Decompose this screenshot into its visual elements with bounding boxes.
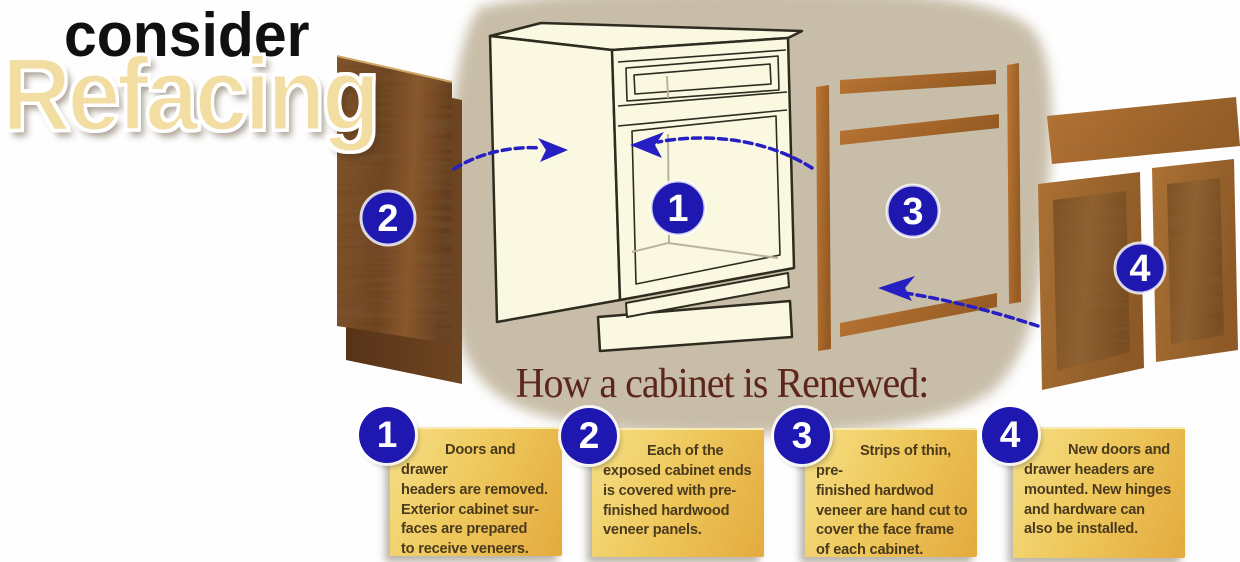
section-heading: How a cabinet is Renewed: <box>515 361 930 407</box>
step-badge-1: 1 <box>359 407 415 463</box>
svg-text:3: 3 <box>902 191 923 233</box>
door-left <box>1038 172 1144 390</box>
arrow-doors-to-frame <box>903 291 1040 328</box>
svg-text:1: 1 <box>667 188 688 230</box>
diagram-badge-4: 4 <box>1113 241 1167 295</box>
strip-top <box>840 70 996 94</box>
flow-arrows <box>452 136 1040 328</box>
step-badge-3: 3 <box>774 408 830 464</box>
step-text-2: Each of the exposed cabinet ends is cove… <box>603 443 752 539</box>
door-right <box>1152 159 1238 362</box>
cabinet-toekick <box>625 272 790 318</box>
arrow-frame-to-cabinet <box>656 136 814 170</box>
arrowhead-right-icon <box>538 138 568 162</box>
svg-text:4: 4 <box>1129 248 1150 290</box>
step-box-1: 1 Doors and drawer headers are removed. … <box>359 407 562 557</box>
step-box-3: 3 Strips of thin, pre- finished hardwod … <box>774 408 977 558</box>
arrowhead-left2-icon <box>878 276 915 301</box>
strip-left <box>816 85 831 351</box>
strip-mid <box>840 114 999 145</box>
step-badge-4: 4 <box>982 407 1038 463</box>
cabinet-side-panel <box>488 34 622 324</box>
diagram-badge-3: 3 <box>885 183 941 239</box>
cabinet-front-face <box>610 36 796 302</box>
panel-edge-highlight <box>336 55 453 83</box>
diagram-badge-2: 2 <box>359 189 417 247</box>
title-consider: consider <box>64 1 310 70</box>
drawer-header <box>1047 97 1240 164</box>
step-box-2: 2 Each of the exposed cabinet ends is co… <box>561 408 764 557</box>
step-text-4: New doors and drawer headers are mounted… <box>1024 442 1172 538</box>
step-text-3: Strips of thin, pre- finished hardwod ve… <box>816 443 968 559</box>
arrowhead-left-icon <box>630 132 664 158</box>
title-refacing: Refacing <box>1 36 382 155</box>
cabinet-illustration <box>488 21 804 353</box>
diagram-badge-1: 1 <box>649 179 707 237</box>
arrow-heads <box>538 132 915 301</box>
step-badge-2: 2 <box>561 408 617 464</box>
strip-right <box>1007 63 1021 304</box>
step-text-1: Doors and drawer headers are removed. Ex… <box>401 442 548 558</box>
arrow-panel-to-cabinet <box>452 145 542 171</box>
face-frame-lines <box>617 49 788 285</box>
new-doors-group <box>1038 97 1240 390</box>
svg-text:2: 2 <box>377 198 398 240</box>
diagram-badges: 1 2 3 4 <box>359 179 1167 295</box>
step-box-4: 4 New doors and drawer headers are mount… <box>982 407 1185 558</box>
